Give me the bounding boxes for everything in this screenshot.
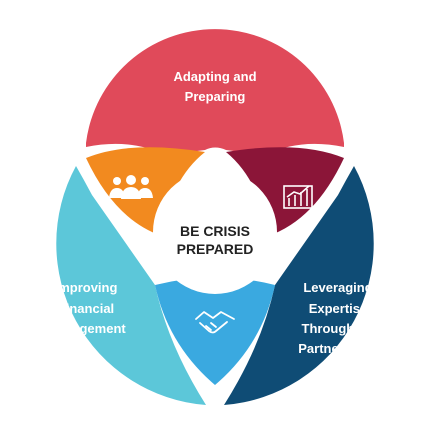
right-label-line2: Expertise: [309, 301, 368, 316]
left-label-line1: Improving: [55, 280, 118, 295]
handshake-icon: [195, 311, 235, 334]
top-label-line1: Adapting and: [173, 69, 256, 84]
bar-chart-icon: [283, 185, 313, 209]
left-label-line3: Management: [46, 321, 126, 336]
top-label-line2: Preparing: [185, 89, 246, 104]
segment-left-arc: [56, 166, 206, 405]
right-label-line4: Partnerships: [298, 341, 377, 356]
segment-top-arc: [86, 29, 344, 155]
segment-right-arc: [224, 166, 374, 405]
center-label-line1: BE CRISIS: [180, 223, 250, 239]
segment-maroon-petal: [226, 147, 344, 236]
people-group-icon: [109, 175, 153, 199]
center-circle: [153, 170, 277, 294]
right-label-line3: Through AV: [302, 321, 375, 336]
right-label-line1: Leveraging: [303, 280, 372, 295]
left-label-line2: Financial: [58, 301, 114, 316]
center-label-line2: PREPARED: [177, 241, 254, 257]
